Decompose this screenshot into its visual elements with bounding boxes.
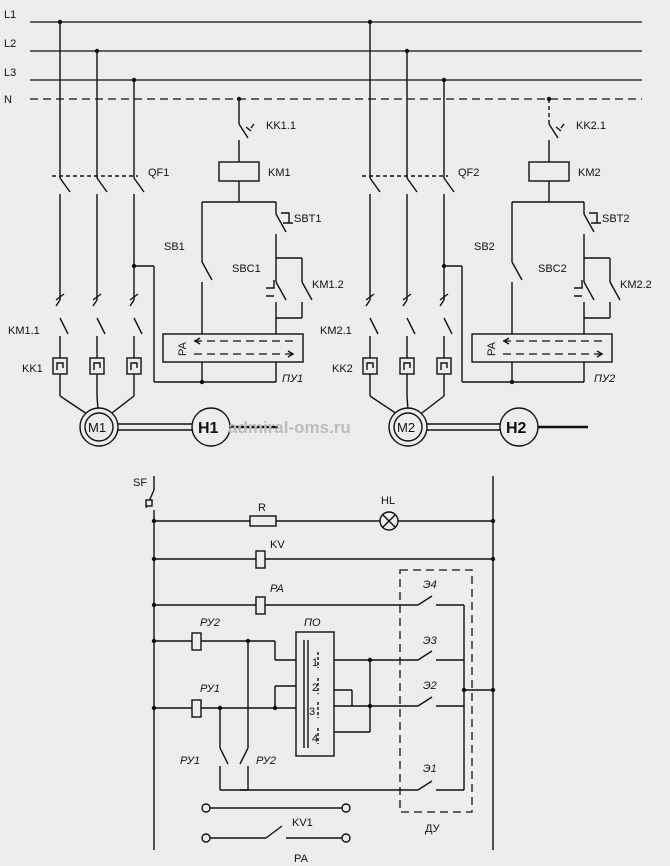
po-pin-1: 1 <box>312 657 318 669</box>
ru1-label: РУ1 <box>200 683 220 695</box>
resistor-r <box>249 515 277 527</box>
e3-label: Э3 <box>423 635 438 647</box>
po-pin-3: 3 <box>309 706 315 718</box>
bus-label-l3: L3 <box>4 67 16 79</box>
pu1-label: ПУ1 <box>282 373 303 385</box>
pu1-panel <box>162 333 304 363</box>
pa-label: PA <box>270 583 284 595</box>
kk2-thermal-relays <box>362 357 452 396</box>
h2-pump: H2 <box>499 407 539 447</box>
kk1-thermal-relays <box>52 357 142 396</box>
pa-bottom-label: РА <box>294 853 309 865</box>
e4-label: Э4 <box>423 579 437 591</box>
kk1-1-label: KK1.1 <box>266 120 296 132</box>
bus-label-n: N <box>4 94 12 106</box>
power-buses: L1 L2 L3 N <box>4 9 642 106</box>
h2-label: H2 <box>506 420 527 437</box>
lamp-hl <box>379 511 399 531</box>
km1-coil <box>218 161 260 182</box>
sf-label: SF <box>133 477 147 489</box>
km1-1-label: KM1.1 <box>8 325 40 337</box>
e1-label: Э1 <box>423 763 437 775</box>
r-label: R <box>258 502 266 514</box>
hl-label: HL <box>381 495 395 507</box>
kv-label: KV <box>270 539 285 551</box>
du-label: ДУ <box>425 823 441 835</box>
pu2-tag: РА <box>486 341 498 356</box>
po-pin-2: 2 <box>312 682 318 694</box>
po-pin-4: 4 <box>312 733 318 745</box>
qf2-label: QF2 <box>458 167 479 179</box>
bus-label-l1: L1 <box>4 9 16 21</box>
m2-motor: M2 <box>388 407 428 447</box>
relay-pa <box>255 596 266 615</box>
km2-coil-label: KM2 <box>578 167 601 179</box>
km2-1-contacts <box>365 293 453 358</box>
relay-ru2 <box>191 632 202 651</box>
pu2-panel <box>471 333 613 363</box>
m1-label: M1 <box>88 420 106 435</box>
po-label: ПО <box>304 617 321 629</box>
pu1-tag: РА <box>177 341 189 356</box>
m1-motor: M1 <box>79 407 119 447</box>
sbc1-label: SBC1 <box>232 263 261 275</box>
h1-pump: H1 <box>191 407 231 447</box>
e2-label: Э2 <box>423 680 437 692</box>
h1-label: H1 <box>198 420 219 437</box>
po-switch: ПО 1 2 3 4 <box>295 617 335 757</box>
ru1-contact-label: РУ1 <box>180 755 200 767</box>
motor2-block: QF2 KM2.1 KK2 <box>320 19 652 447</box>
km2-coil <box>528 161 570 182</box>
ru2-contact-label: РУ2 <box>256 755 276 767</box>
km1-coil-label: KM1 <box>268 167 291 179</box>
qf2-breaker <box>362 175 455 300</box>
sb2-label: SB2 <box>474 241 495 253</box>
sbt1-label: SBT1 <box>294 213 322 225</box>
pu2-label: ПУ2 <box>594 373 615 385</box>
km2-1-label: KM2.1 <box>320 325 352 337</box>
qf1-label: QF1 <box>148 167 169 179</box>
watermark: admiral-oms.ru <box>228 418 351 437</box>
ru2-label: РУ2 <box>200 617 220 629</box>
kk2-1-label: KK2.1 <box>576 120 606 132</box>
control-circuit: SF R HL KV PA ДУ <box>133 476 496 865</box>
km1-2-label: KM1.2 <box>312 279 344 291</box>
kk2-label: KK2 <box>332 363 353 375</box>
kv1-label: KV1 <box>292 817 313 829</box>
kk1-label: KK1 <box>22 363 43 375</box>
relay-kv <box>255 550 266 569</box>
sbc2-label: SBC2 <box>538 263 567 275</box>
km2-2-label: KM2.2 <box>620 279 652 291</box>
motor1-block: QF1 KM1.1 K <box>8 19 344 447</box>
qf1-breaker <box>52 175 145 300</box>
du-panel <box>399 569 473 813</box>
sbt2-label: SBT2 <box>602 213 630 225</box>
bus-label-l2: L2 <box>4 38 16 50</box>
km1-1-contacts <box>55 293 143 358</box>
sb1-label: SB1 <box>164 241 185 253</box>
relay-ru1 <box>191 699 202 718</box>
m2-label: M2 <box>397 420 415 435</box>
